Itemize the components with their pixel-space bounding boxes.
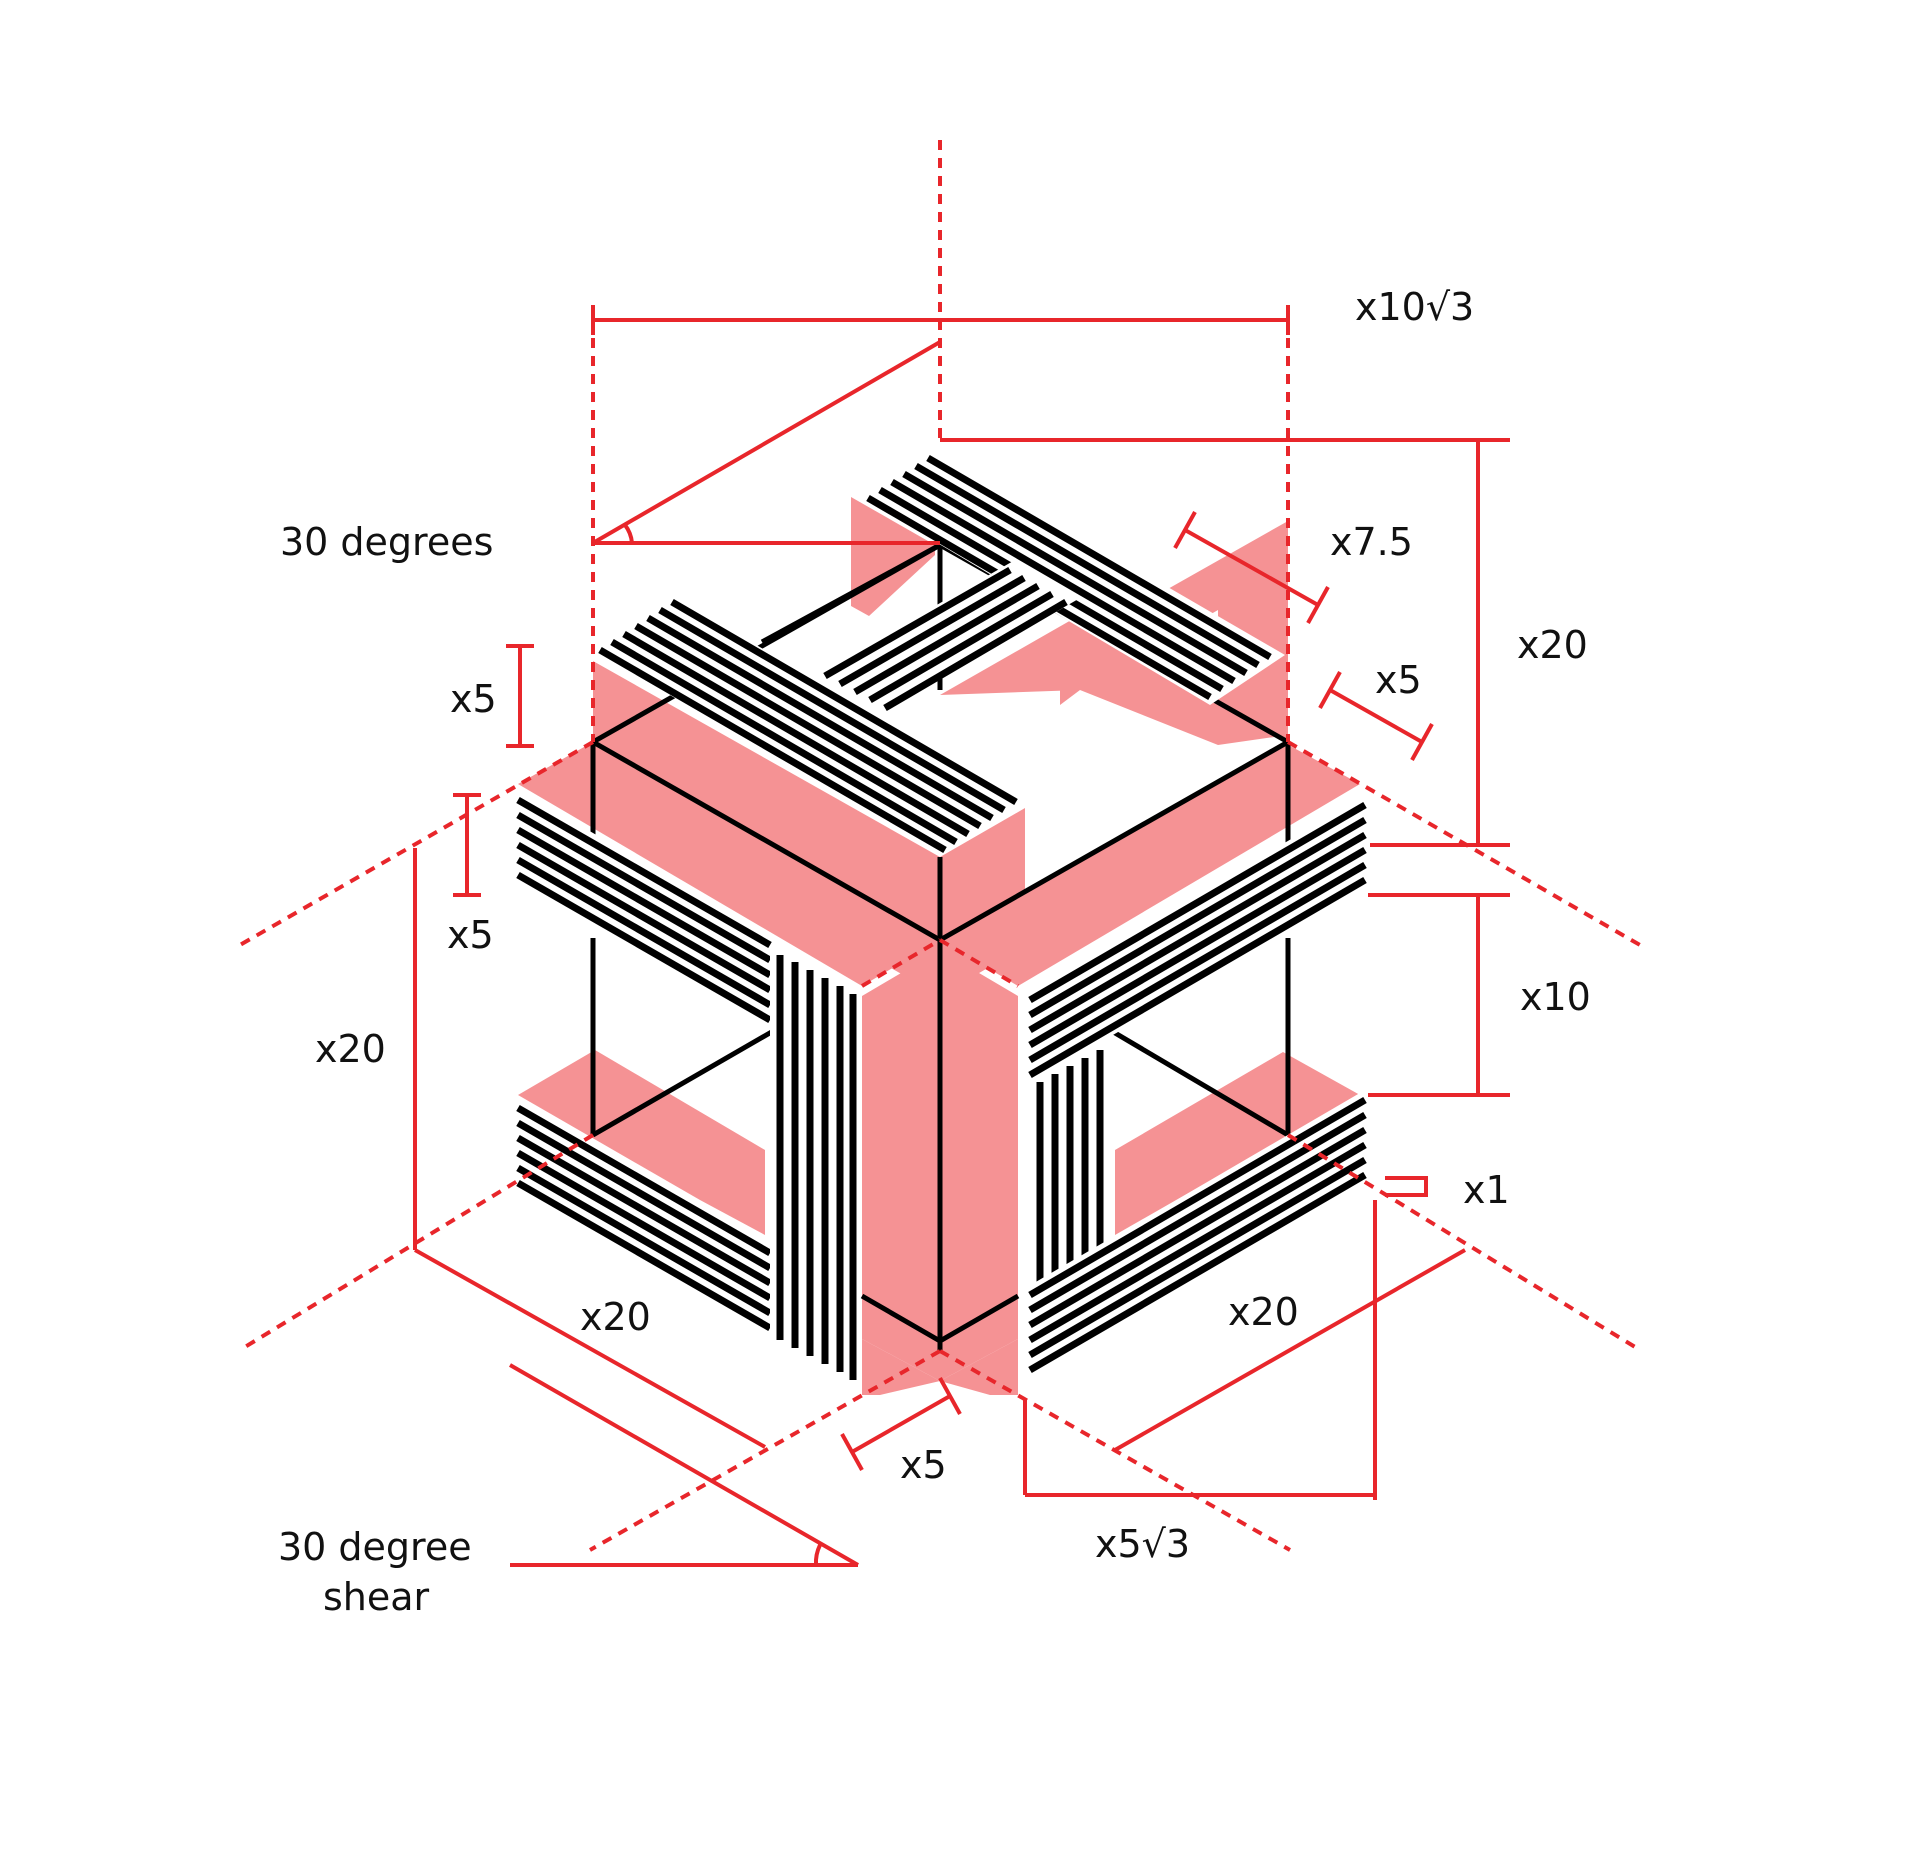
- construction-dashed-lines: [238, 140, 1642, 1552]
- label-bar-height-left: x5: [450, 677, 497, 721]
- label-gap-height-right: x10: [1520, 975, 1591, 1019]
- top-left-bar-front-face: [593, 661, 1025, 996]
- right-upper-striped-bar: [1022, 796, 1367, 1088]
- label-right-length: x20: [1228, 1290, 1299, 1334]
- back-inner-top-face: [940, 615, 1288, 745]
- lower-right-diagonal-dashed: [1286, 1133, 1642, 1352]
- front-pillar-left-face: [862, 950, 940, 1381]
- label-bottom-bar-width: x5: [900, 1443, 947, 1487]
- label-shear-line1: 30 degree: [278, 1525, 472, 1569]
- cube-top-front-left: [591, 739, 942, 943]
- label-bar-width-top: x7.5: [1330, 520, 1413, 564]
- left-length-dimension: [414, 1248, 766, 1449]
- label-angle-top: 30 degrees: [280, 520, 493, 564]
- shear-hypotenuse: [509, 1363, 859, 1567]
- stripe-unit-bracket: [1385, 1176, 1428, 1197]
- dimension-labels: x10√3 30 degrees x7.5 x20 x5 x5 x5 x20 x…: [278, 285, 1591, 1619]
- angle-hypotenuse: [591, 340, 942, 545]
- top-middle-striped-bar: [820, 560, 1080, 712]
- inner-right-dashed: [938, 938, 1020, 988]
- shear-arc: [813, 1544, 822, 1566]
- bottom-left-diagonal-dashed: [589, 1349, 941, 1552]
- pink-faces: [518, 497, 1360, 1395]
- label-bar-height-left-lower: x5: [447, 913, 494, 957]
- label-total-height-right: x20: [1517, 623, 1588, 667]
- top-left-striped-bar: [593, 598, 1025, 854]
- label-shear-line2: shear: [323, 1575, 430, 1619]
- left-upper-face: [518, 742, 940, 986]
- label-left-length: x20: [580, 1295, 651, 1339]
- bar-depth-dimension: [1329, 688, 1423, 744]
- front-pillar-right-face: [940, 950, 1018, 1381]
- label-bar-depth-right: x5: [1375, 658, 1422, 702]
- cube-base-left: [860, 1293, 942, 1344]
- bottom-bar-width-dimension: [851, 1394, 951, 1454]
- left-vertical-striped-panel: [770, 945, 860, 1385]
- right-vertical-striped-panel: [1030, 1040, 1110, 1290]
- cube-bottom-right: [1108, 1027, 1290, 1138]
- label-bottom-projection: x5√3: [1095, 1522, 1190, 1566]
- label-stripe-unit: x1: [1463, 1168, 1510, 1212]
- right-upper-face: [940, 742, 1360, 986]
- back-left-inner: [760, 542, 942, 645]
- cube-bottom-left: [591, 1027, 777, 1138]
- cube-base-right: [938, 1293, 1020, 1344]
- bottom-right-diagonal-dashed: [939, 1349, 1291, 1552]
- label-total-height-left: x20: [315, 1027, 386, 1071]
- bottom-left-foot: [862, 1339, 940, 1395]
- right-lower-face: [1115, 1052, 1360, 1235]
- bottom-right-foot: [940, 1339, 1018, 1395]
- label-top-width: x10√3: [1355, 285, 1474, 329]
- left-lower-face: [518, 1050, 765, 1235]
- right-length-dimension: [1114, 1248, 1466, 1452]
- inner-left-dashed: [860, 938, 942, 988]
- dimension-lines: [413, 305, 1510, 1567]
- cube-top-front-right: [938, 739, 1290, 943]
- left-lower-striped-bar: [516, 1100, 772, 1340]
- upper-left-diagonal-dashed: [239, 740, 594, 947]
- angle-arc: [623, 523, 634, 544]
- bar-width-dimension: [1184, 528, 1319, 607]
